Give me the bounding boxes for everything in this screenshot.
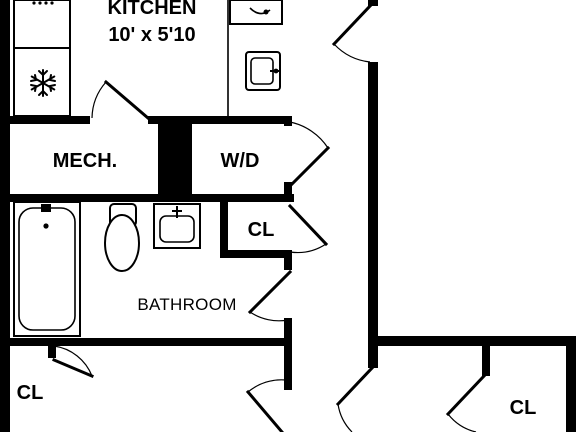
wall-wd-right bbox=[284, 182, 292, 202]
room-label-cl-left: CL bbox=[17, 382, 44, 404]
wall-left-outer bbox=[0, 0, 10, 432]
room-label-cl-hall: CL bbox=[248, 219, 275, 241]
wall-cl-left bbox=[220, 202, 228, 258]
door-cl-hall[interactable] bbox=[287, 203, 329, 254]
toilet-icon bbox=[104, 203, 140, 272]
wall-cl-right-outer bbox=[566, 346, 576, 432]
wall-lower-mid bbox=[284, 346, 292, 390]
wall-bath-right-lower bbox=[284, 318, 292, 346]
wall-right-bottom bbox=[368, 336, 576, 346]
door-wd[interactable] bbox=[287, 121, 331, 189]
wall-lower-right-stub bbox=[368, 346, 378, 368]
wall-cl-bottom bbox=[220, 250, 292, 258]
wall-bath-bottom bbox=[10, 338, 292, 346]
sink-icon bbox=[153, 203, 201, 249]
room-label-cl-right: CL bbox=[510, 397, 537, 419]
wall-cl-right bbox=[284, 252, 292, 270]
wall-hall-left-upper bbox=[284, 116, 292, 126]
room-label-kitchen: KITCHEN bbox=[108, 0, 197, 19]
kitchen-counter bbox=[227, 0, 283, 116]
wall-cl-left-right bbox=[48, 346, 56, 358]
wall-hall-right-top bbox=[368, 0, 378, 6]
room-label-bathroom: BATHROOM bbox=[137, 295, 236, 314]
wall-hall-right bbox=[368, 62, 378, 352]
wall-kitchen-bottom bbox=[10, 116, 90, 124]
sink-icon bbox=[245, 51, 281, 91]
bathtub-icon bbox=[13, 201, 81, 337]
door-lower-mid[interactable] bbox=[245, 379, 287, 432]
door-cl-right[interactable] bbox=[445, 373, 487, 432]
wall-cl-right-left bbox=[482, 346, 490, 376]
door-top-right[interactable] bbox=[331, 3, 373, 63]
door-bathroom[interactable] bbox=[247, 269, 293, 322]
wall-mech-bottom bbox=[10, 194, 294, 202]
snowflake-icon bbox=[30, 69, 56, 97]
room-dimensions-kitchen: 10' x 5'10 bbox=[108, 24, 195, 46]
room-label-wd: W/D bbox=[221, 150, 260, 172]
door-kitchen[interactable] bbox=[91, 79, 151, 121]
fridge bbox=[13, 47, 71, 117]
door-cl-left[interactable] bbox=[52, 345, 94, 378]
room-label-mech: MECH. bbox=[53, 150, 117, 172]
stove-icon bbox=[13, 0, 71, 49]
wall-kitchen-right bbox=[222, 116, 284, 124]
door-lower-right[interactable] bbox=[335, 365, 375, 432]
wall-chase bbox=[158, 116, 192, 196]
bath-sink bbox=[153, 203, 201, 249]
